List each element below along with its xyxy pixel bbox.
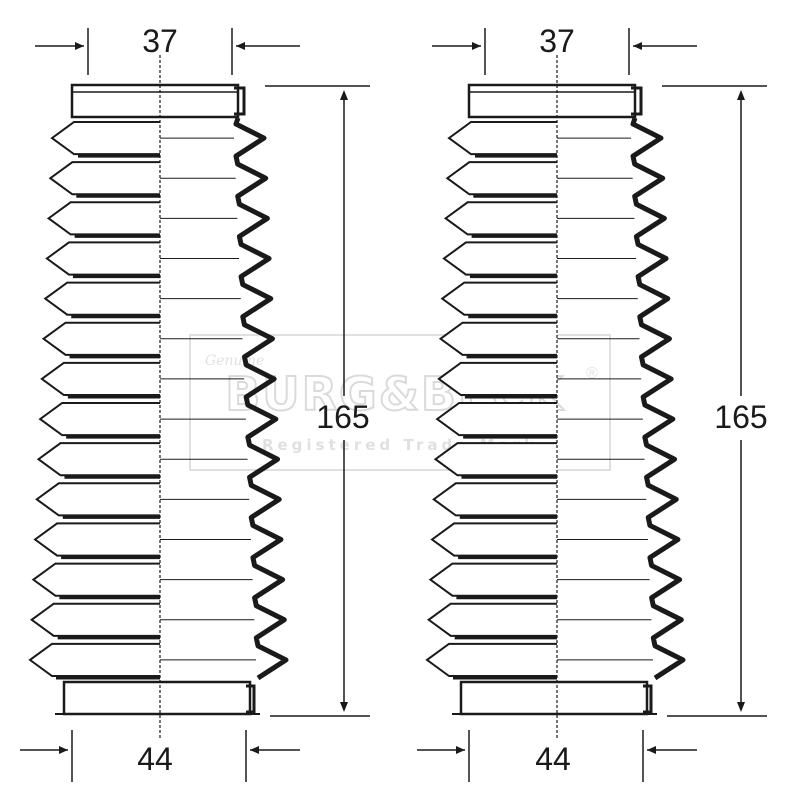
bellows-fold-left (440, 281, 557, 316)
bellows-profile-right (630, 117, 686, 681)
bellows-fold-left (426, 602, 557, 637)
bellows-fold-left (38, 402, 160, 437)
bellows-fold-left (43, 281, 160, 316)
bellows-fold-left (445, 161, 557, 196)
steering-boot-right (417, 28, 767, 782)
length-dim-arrowhead (737, 90, 745, 100)
bellows-fold-left (447, 121, 557, 156)
bottom-dim-arrowhead (456, 746, 465, 754)
watermark-frame (189, 334, 611, 471)
right-top-diameter-label: 37 (539, 23, 575, 59)
bellows-fold-left (41, 321, 160, 356)
bellows-fold-left (33, 522, 160, 557)
top-collar (467, 83, 637, 119)
bellows-fold-left (425, 642, 557, 677)
bellows-fold-left (432, 482, 557, 517)
bottom-collar (459, 680, 649, 716)
bellows-fold-left (430, 522, 557, 557)
right-length-label: 165 (714, 399, 767, 435)
bottom-collar-lip (643, 684, 653, 714)
bellows-profile-right (233, 117, 289, 681)
bellows-fold-left (435, 402, 557, 437)
bellows-fold-left (442, 241, 557, 276)
bottom-collar (62, 680, 252, 716)
bellows-fold-left (46, 201, 160, 236)
right-bottom-diameter-label: 44 (535, 741, 571, 777)
length-dim-arrowhead (340, 90, 348, 100)
left-top-diameter-label: 37 (142, 23, 178, 59)
bellows-fold-left (438, 321, 557, 356)
bellows-fold-left (433, 442, 557, 477)
bellows-fold-left (40, 361, 160, 396)
bellows-fold-left (35, 482, 160, 517)
collar-lip (631, 86, 643, 116)
bellows-fold-left (428, 562, 557, 597)
bellows-fold-left (45, 241, 160, 276)
bellows-fold-left (437, 361, 557, 396)
length-dim-arrowhead (340, 702, 348, 712)
left-bottom-diameter-label: 44 (137, 741, 173, 777)
bottom-collar-lip (246, 684, 256, 714)
bottom-dim-arrowhead (250, 746, 259, 754)
length-dim-arrowhead (737, 702, 745, 712)
bottom-dim-arrowhead (647, 746, 656, 754)
top-dim-arrowhead (472, 42, 481, 50)
collar-lip (234, 86, 246, 116)
left-length-label: 165 (316, 399, 369, 435)
watermark-registered-symbol: ® (586, 365, 598, 382)
top-dim-arrowhead (236, 42, 245, 50)
bellows-fold-left (29, 602, 160, 637)
bottom-dim-arrowhead (59, 746, 68, 754)
top-collar (70, 83, 240, 119)
bellows-fold-left (50, 121, 160, 156)
bellows-fold-left (31, 562, 160, 597)
top-dim-arrowhead (633, 42, 642, 50)
steering-boot-left (20, 28, 370, 782)
bellows-fold-left (28, 642, 160, 677)
bellows-fold-left (48, 161, 160, 196)
bellows-fold-left (36, 442, 160, 477)
bellows-fold-left (443, 201, 557, 236)
top-dim-arrowhead (75, 42, 84, 50)
